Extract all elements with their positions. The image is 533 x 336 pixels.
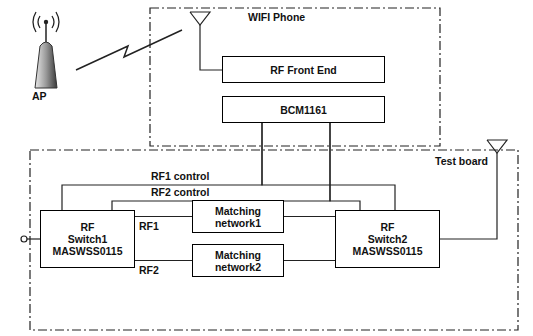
signal-line bbox=[284, 260, 335, 261]
control-line bbox=[112, 123, 330, 210]
process-box: RF Front End bbox=[222, 56, 385, 83]
phone-antenna bbox=[190, 12, 222, 70]
device-name: AP bbox=[31, 91, 48, 102]
device-boundary: WIFI Phone RF Front EndBCM1161 bbox=[150, 8, 440, 146]
box-text: Matching network1 bbox=[203, 205, 273, 229]
signal-name: RF1 control bbox=[150, 171, 210, 182]
box-text: RF Switch2 bbox=[364, 221, 412, 245]
control-line bbox=[62, 123, 262, 210]
signal-name: RF2 control bbox=[150, 187, 210, 198]
box-text: RF Front End bbox=[270, 64, 337, 76]
signal-name: RF1 bbox=[138, 221, 160, 232]
signal-line bbox=[284, 216, 335, 217]
box-text: MASWSS0115 bbox=[52, 245, 122, 257]
access-point-icon bbox=[33, 12, 59, 88]
box-text: MASWSS0115 bbox=[352, 245, 422, 257]
region-title: WIFI Phone bbox=[248, 11, 305, 23]
switch-box: RF Switch1MASWSS0115 bbox=[40, 210, 135, 268]
region-title: Test board bbox=[435, 155, 488, 167]
board-boundary: Test boardRF Switch1MASWSS0115Matching n… bbox=[30, 150, 518, 330]
control-line bbox=[262, 123, 395, 210]
switch-box: RF Switch2MASWSS0115 bbox=[335, 210, 440, 268]
box-text: RF Switch1 bbox=[64, 221, 112, 245]
control-line bbox=[330, 123, 360, 210]
board-antenna bbox=[440, 140, 507, 239]
signal-line bbox=[135, 216, 192, 217]
chip-box: BCM1161 bbox=[222, 96, 385, 123]
wireless-link bbox=[76, 30, 182, 70]
matching-box: Matching network1 bbox=[192, 200, 284, 233]
matching-box: Matching network2 bbox=[192, 244, 284, 277]
box-text: BCM1161 bbox=[280, 104, 327, 116]
signal-name: RF2 bbox=[138, 265, 160, 276]
box-text: Matching network2 bbox=[203, 249, 273, 273]
signal-line bbox=[135, 260, 192, 261]
